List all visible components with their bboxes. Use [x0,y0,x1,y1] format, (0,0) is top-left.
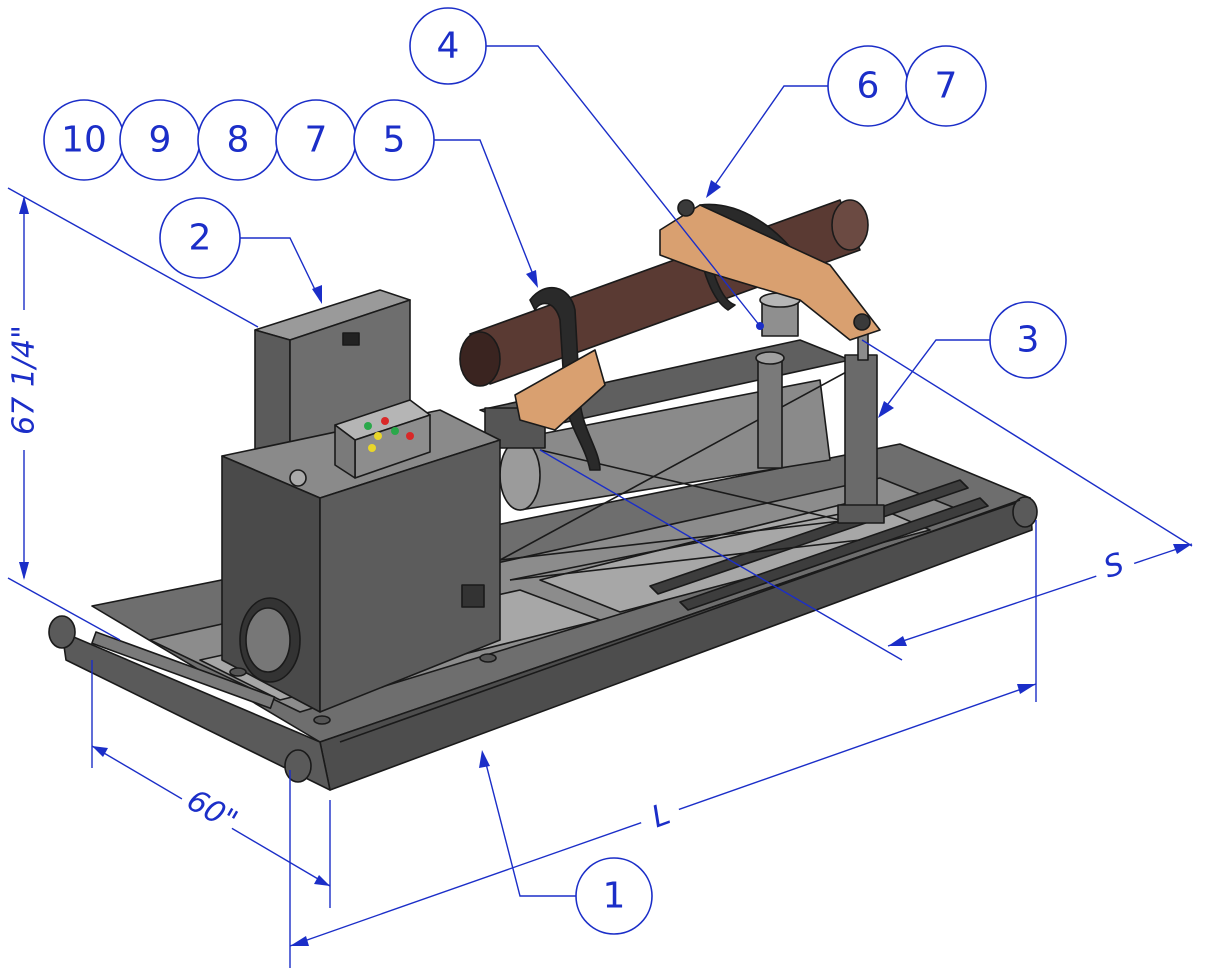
hydraulic-cylinders [755,329,885,524]
balloon-8-label: 8 [227,120,250,161]
balloons: 10 9 8 7 5 2 4 6 [43,7,1067,935]
balloon-9: 9 [119,99,201,181]
balloon-5: 5 [353,99,435,181]
height-extension-top [7,187,259,328]
leader-5-7-8-9-10 [434,139,537,283]
dimension-lines: 67 1/4" 60" L S [7,187,1193,968]
balloon-2-label: 2 [189,218,212,259]
span-extension-left [539,449,903,661]
balloon-7-a: 7 [275,99,357,181]
balloon-3: 3 [989,301,1067,379]
machine-illustration [48,199,1038,791]
balloon-6-label: 6 [857,66,880,107]
balloon-4-label: 4 [437,26,460,67]
balloon-1: 1 [575,857,653,935]
leader-2 [240,237,321,301]
balloon-6: 6 [827,45,909,127]
height-extension-bottom [7,577,121,641]
leveling-feet [229,653,497,725]
balloon-1-label: 1 [603,876,626,917]
balloon-9-label: 9 [149,120,172,161]
leader-6-7 [709,85,828,193]
control-panel [334,399,431,479]
balloon-10-label: 10 [61,120,107,161]
leader-3 [881,339,990,413]
balloon-3-label: 3 [1017,320,1040,361]
balloon-7-b-label: 7 [935,66,958,107]
balloon-7-a-label: 7 [305,120,328,161]
height-dimension-label: 67 1/4" [7,325,42,435]
balloon-7-b: 7 [905,45,987,127]
balloon-5-label: 5 [383,120,406,161]
chain-clamps [514,199,881,471]
span-dimension-line [887,543,1193,647]
balloon-4: 4 [409,7,487,85]
leader-4 [486,45,761,327]
balloon-8: 8 [197,99,279,181]
balloon-2: 2 [159,197,241,279]
leader-1 [483,755,576,897]
span-extension-right [861,339,1193,547]
balloon-10: 10 [43,99,125,181]
swivel-post [759,292,801,337]
leader-lines [240,45,990,897]
rails [499,479,989,611]
